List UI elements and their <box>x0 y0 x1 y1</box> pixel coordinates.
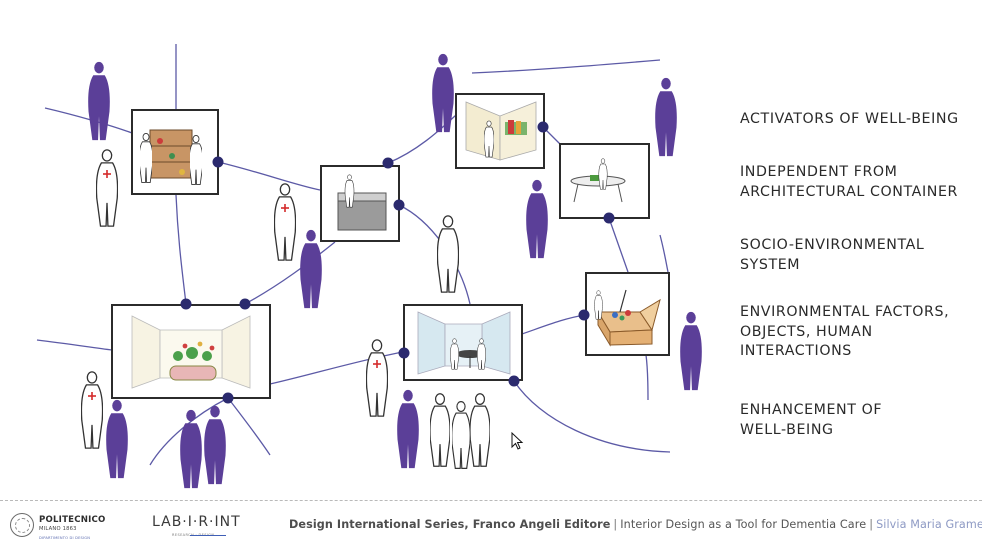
node <box>603 212 615 224</box>
node <box>393 199 405 211</box>
person-figure <box>430 393 450 467</box>
person-figure <box>366 339 388 417</box>
caregiver-crosses <box>88 170 381 400</box>
person-figure <box>300 229 322 309</box>
person-figure <box>432 53 454 133</box>
credits-separator: | <box>869 518 874 531</box>
node <box>537 121 549 133</box>
person-figure <box>526 179 548 259</box>
connection-nodes <box>180 121 615 404</box>
person-figure <box>81 371 103 449</box>
politecnico-department: DIPARTIMENTO DI DESIGN <box>39 536 91 540</box>
person-figure <box>397 389 419 469</box>
person-figure <box>680 311 702 391</box>
red-cross-icon <box>281 204 289 212</box>
scene-living-room <box>111 304 271 399</box>
person-figure <box>452 400 470 470</box>
node <box>578 309 590 321</box>
credits-separator: | <box>613 518 618 531</box>
credits-line: Design International Series, Franco Ange… <box>289 518 982 531</box>
label-environmental-factors: ENVIRONMENTAL FACTORS, OBJECTS, HUMAN IN… <box>740 304 950 359</box>
node <box>239 298 251 310</box>
credits-series: Design International Series, Franco Ange… <box>289 518 611 531</box>
red-cross-icon <box>88 392 96 400</box>
person-figure <box>437 215 459 293</box>
scene-bookshelf <box>131 109 219 195</box>
connection-lines <box>36 43 671 466</box>
credits-title: Interior Design as a Tool for Dementia C… <box>620 518 867 531</box>
person-figure <box>88 61 110 141</box>
label-independent: INDEPENDENT FROM ARCHITECTURAL CONTAINER <box>740 164 958 200</box>
politecnico-logo: POLITECNICO MILANO 1863 DIPARTIMENTO DI … <box>10 511 120 543</box>
node <box>508 375 520 387</box>
seal-icon <box>10 513 34 537</box>
label-socio-environmental: SOCIO-ENVIRONMENTAL SYSTEM <box>740 237 925 273</box>
labirint-name: LAB·I·R·INT <box>152 514 241 530</box>
mouse-pointer-icon <box>511 431 524 450</box>
scene-kitchen <box>320 165 400 242</box>
node <box>212 156 224 168</box>
labirint-underline <box>190 535 226 537</box>
politecnico-name: POLITECNICO <box>39 515 106 525</box>
scene-wardrobe-room <box>455 93 545 169</box>
scene-memory-box <box>585 272 670 356</box>
person-figure <box>106 399 128 479</box>
red-cross-icon <box>373 360 381 368</box>
person-figure <box>470 393 490 467</box>
person-figure <box>274 183 296 261</box>
credits-author: Silvia Maria Gramegna <box>876 518 982 531</box>
node <box>382 157 394 169</box>
node <box>398 347 410 359</box>
person-figure <box>655 77 677 157</box>
footer: POLITECNICO MILANO 1863 DIPARTIMENTO DI … <box>0 502 982 549</box>
red-cross-icon <box>103 170 111 178</box>
well-being-network-diagram <box>36 43 702 489</box>
node <box>222 392 234 404</box>
label-enhancement: ENHANCEMENT OF WELL-BEING <box>740 402 883 438</box>
politecnico-city: MILANO 1863 <box>39 526 77 532</box>
footer-divider <box>0 500 982 501</box>
node <box>180 298 192 310</box>
scene-dining-room <box>403 304 523 381</box>
person-figure <box>204 405 226 485</box>
person-figure <box>96 149 118 227</box>
labirint-logo: LAB·I·R·INT RESEARCH · DESIGN <box>152 514 240 540</box>
label-activators: ACTIVATORS OF WELL-BEING <box>740 111 959 127</box>
scene-table <box>559 143 650 219</box>
